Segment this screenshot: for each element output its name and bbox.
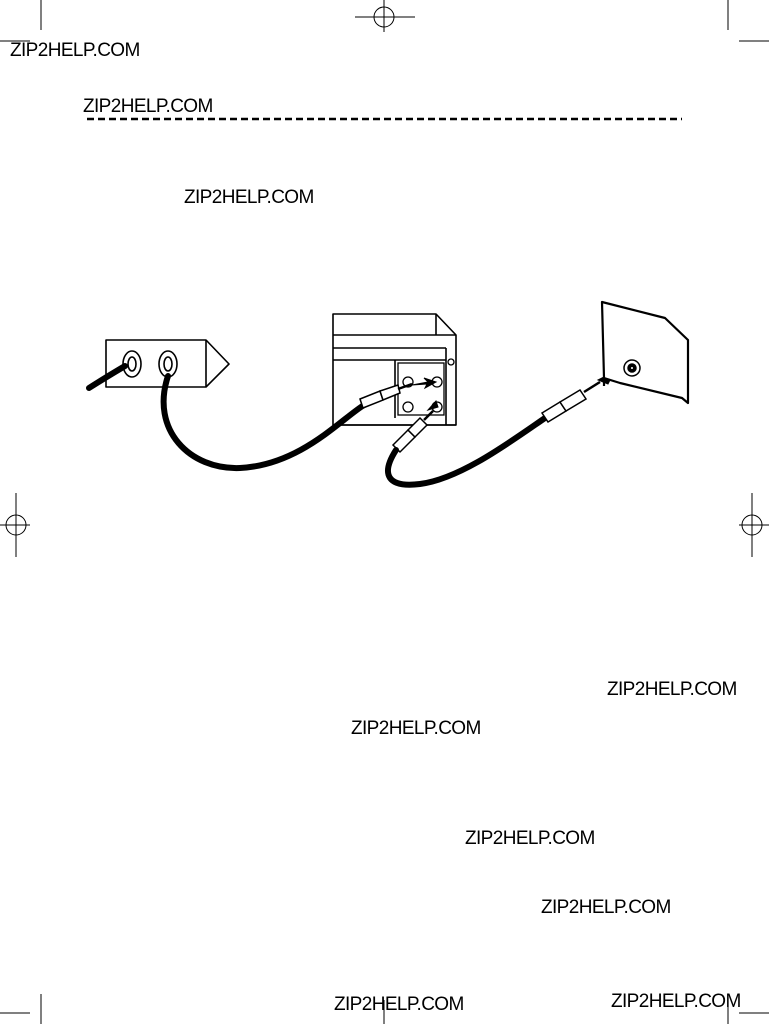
wall-outlet [600, 300, 690, 405]
watermark-2: ZIP2HELP.COM [83, 96, 213, 117]
watermark-5: ZIP2HELP.COM [351, 718, 481, 739]
watermark-1: ZIP2HELP.COM [10, 40, 140, 61]
splitter-connector-left [122, 350, 142, 378]
vcr-output-plug [391, 410, 434, 454]
watermark-9: ZIP2HELP.COM [611, 991, 741, 1012]
vcr-to-wall-cable [385, 415, 548, 488]
watermark-4: ZIP2HELP.COM [607, 679, 737, 700]
vcr-output-arrow [426, 400, 439, 411]
wall-plug [540, 380, 601, 424]
watermark-6: ZIP2HELP.COM [465, 828, 595, 849]
watermark-3: ZIP2HELP.COM [184, 187, 314, 208]
watermark-7: ZIP2HELP.COM [541, 897, 671, 918]
registration-mark-right [739, 493, 769, 557]
wall-outlet-connector [623, 359, 641, 377]
registration-mark-top [355, 0, 415, 32]
registration-mark-left [0, 493, 30, 557]
vcr-input-arrow [411, 377, 438, 390]
incoming-antenna-cable [86, 363, 128, 391]
vcr-input-plug [359, 382, 413, 409]
watermark-8: ZIP2HELP.COM [334, 994, 464, 1015]
antenna-to-vcr-cable [160, 373, 367, 472]
